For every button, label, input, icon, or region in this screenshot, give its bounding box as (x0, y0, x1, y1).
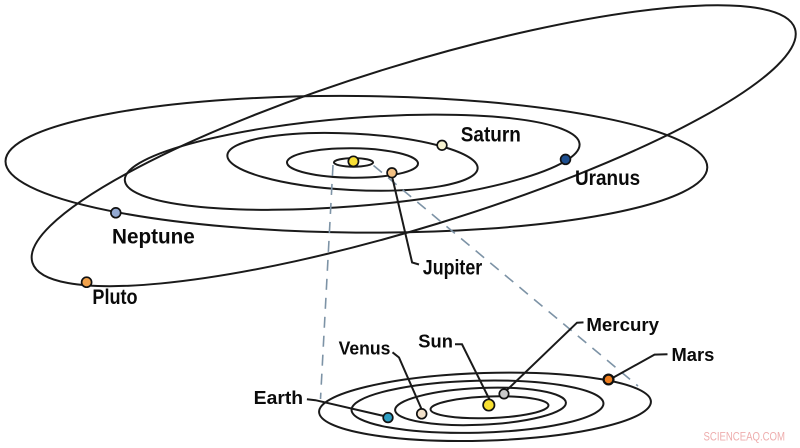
svg-text:Venus: Venus (339, 337, 391, 358)
svg-text:Earth: Earth (254, 387, 303, 408)
svg-text:Pluto: Pluto (92, 286, 137, 309)
svg-text:Uranus: Uranus (575, 167, 640, 190)
svg-text:Jupiter: Jupiter (423, 257, 482, 280)
svg-text:Mercury: Mercury (586, 314, 659, 335)
svg-text:Sun: Sun (418, 331, 453, 352)
svg-text:Saturn: Saturn (461, 124, 521, 147)
svg-text:Mars: Mars (672, 344, 715, 365)
svg-text:Neptune: Neptune (112, 226, 195, 249)
svg-text:SCIENCEAQ.COM: SCIENCEAQ.COM (704, 432, 786, 444)
